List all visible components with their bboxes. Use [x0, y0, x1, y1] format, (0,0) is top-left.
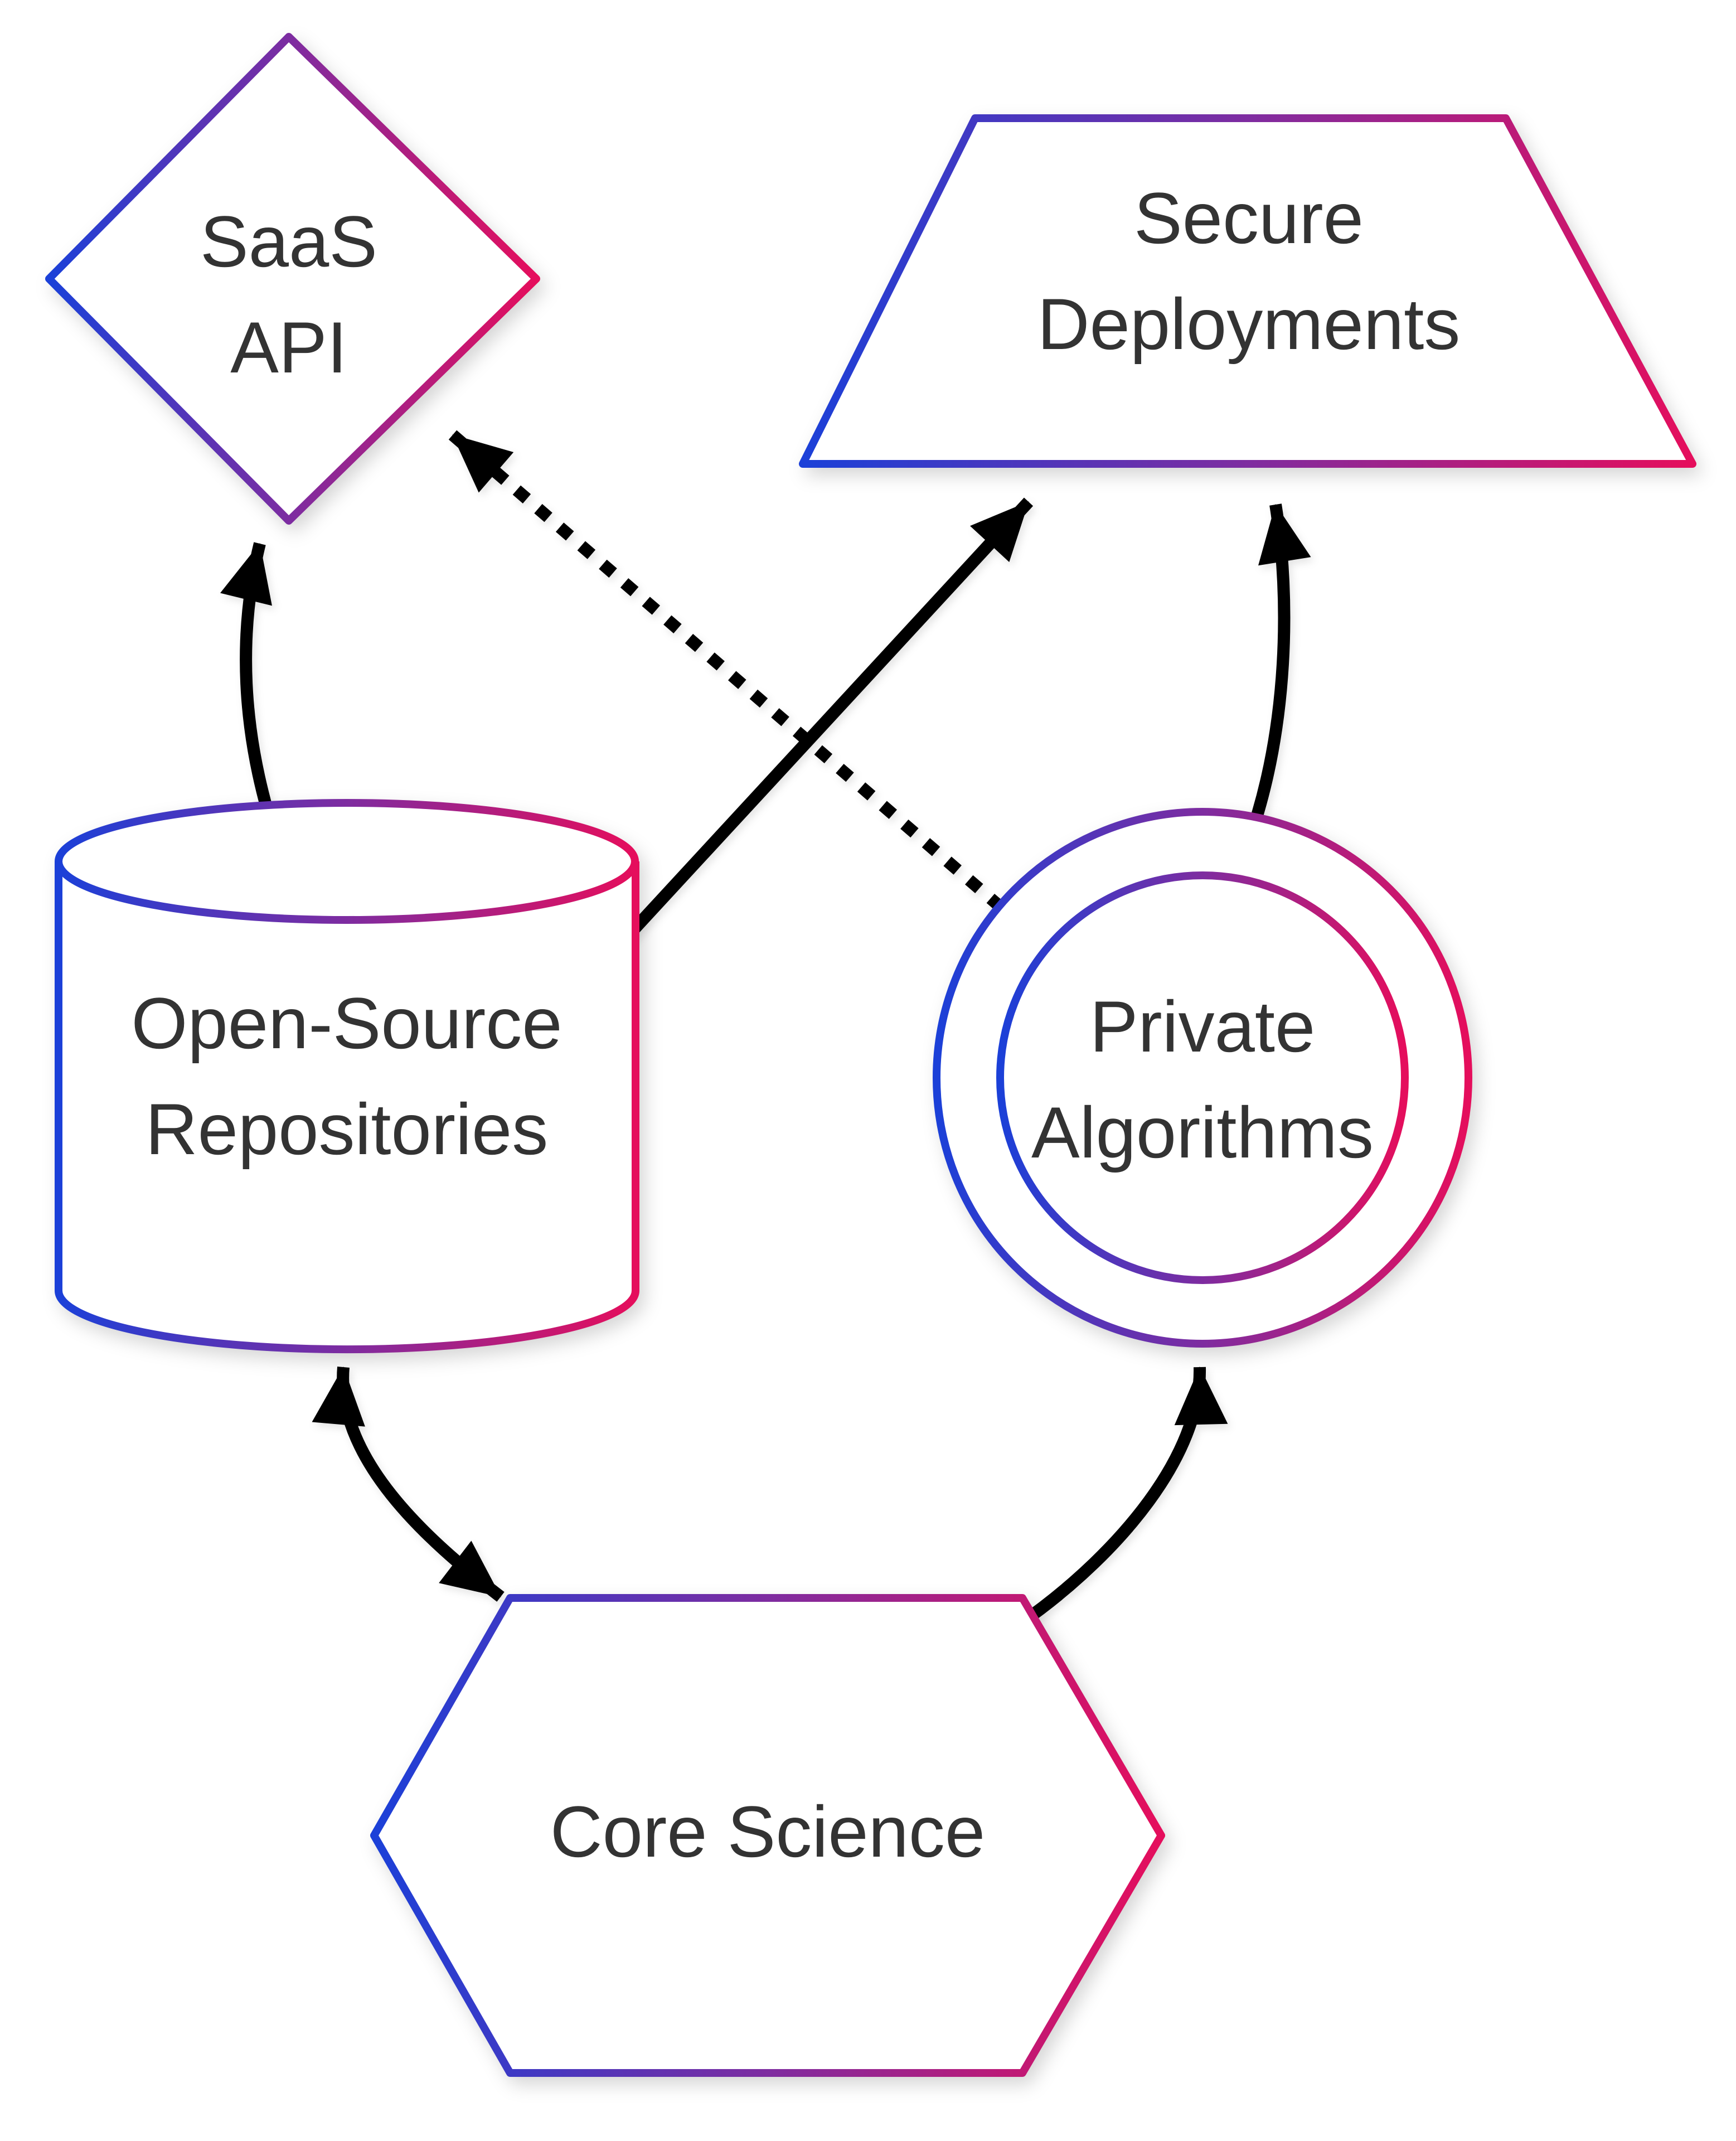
node-open-source-repositories-label-line2: Repositories — [146, 1088, 549, 1170]
edge-core-science-to-private-algorithms — [1027, 1366, 1228, 1621]
node-private-algorithms-label-line1: Private — [1090, 986, 1316, 1067]
node-open-source-repositories: Open-Source Repositories — [55, 799, 639, 1354]
inner-circle-shape — [996, 871, 1409, 1284]
node-private-algorithms-label-line2: Algorithms — [1031, 1092, 1374, 1173]
edge-private-algorithms-to-secure-deployments — [1247, 503, 1311, 830]
node-saas-api-label-line1: SaaS — [200, 201, 377, 282]
node-secure-deployments: Secure Deployments — [799, 114, 1696, 468]
node-open-source-repositories-label-line1: Open-Source — [131, 982, 562, 1064]
node-secure-deployments-label-line2: Deployments — [1037, 283, 1461, 365]
node-saas-api-label-line2: API — [230, 307, 347, 388]
node-private-algorithms: Private Algorithms — [933, 808, 1472, 1348]
edge-repositories-to-secure-deployments — [622, 497, 1034, 941]
diamond-shape — [45, 33, 540, 525]
edges-layer — [220, 430, 1311, 1621]
cylinder-top-shape — [55, 799, 639, 924]
trapezoid-shape — [799, 114, 1696, 468]
node-core-science: Core Science — [370, 1594, 1165, 2077]
edge-repositories-to-saas-api — [220, 542, 283, 844]
cylinder-body-shape — [55, 861, 639, 1354]
node-saas-api: SaaS API — [45, 33, 540, 525]
edge-private-algorithms-to-saas-api-dotted — [448, 430, 1005, 912]
edge-repositories-core-science-bidirectional — [312, 1366, 505, 1602]
node-secure-deployments-label-line1: Secure — [1134, 177, 1364, 259]
node-core-science-label: Core Science — [550, 1791, 985, 1872]
hexagon-shape — [370, 1594, 1165, 2077]
